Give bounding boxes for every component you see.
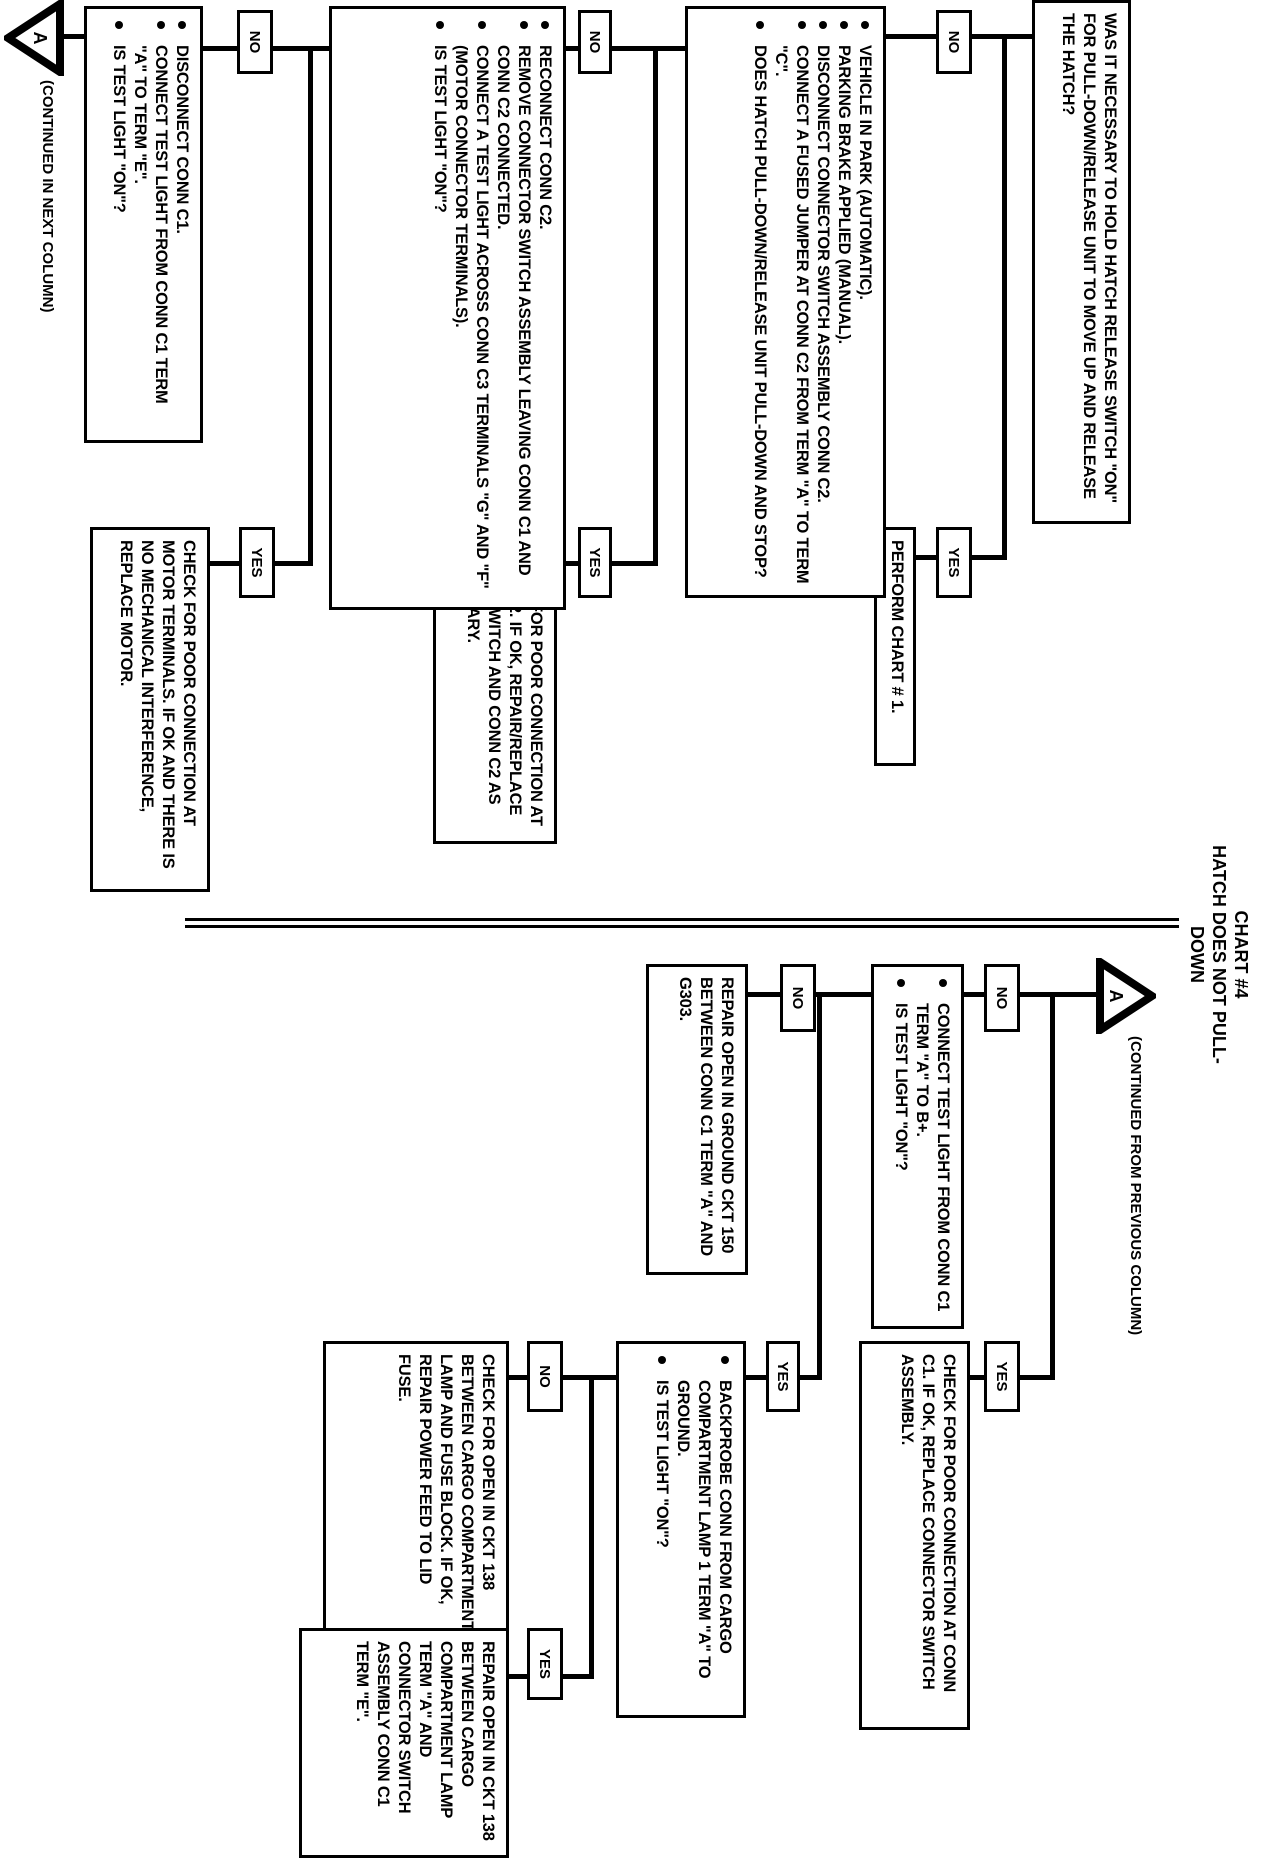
chart-number: CHART #4 <box>1231 910 1251 999</box>
yes-label: YES <box>239 527 275 598</box>
step-box-test-light-motor: RECONNECT CONN C2. REMOVE CONNECTOR SWIT… <box>329 6 566 610</box>
action-text: REPAIR OPEN IN GROUND CKT 150 BETWEEN CO… <box>676 977 736 1256</box>
check-open-ckt138-box: CHECK FOR OPEN IN CKT 138 BETWEEN CARGO … <box>323 1341 509 1646</box>
no-label: NO <box>780 964 816 1032</box>
no-label: NO <box>237 10 273 74</box>
branch-line <box>1050 994 1055 1379</box>
action-text: REPAIR OPEN IN CKT 138 BETWEEN CARGO COM… <box>353 1641 497 1841</box>
step-item: CONNECT A FUSED JUMPER AT CONN C2 FROM T… <box>770 19 812 585</box>
step-item: DISCONNECT CONN C1. <box>171 19 192 430</box>
yes-label: YES <box>984 1341 1020 1412</box>
repair-open-ckt138-box: REPAIR OPEN IN CKT 138 BETWEEN CARGO COM… <box>299 1628 509 1858</box>
branch-line <box>589 1377 594 1678</box>
chart-subtitle: HATCH DOES NOT PULL-DOWN <box>1187 845 1229 1064</box>
connector-a-triangle-icon: A <box>1096 958 1156 1034</box>
yes-label: YES <box>936 527 972 598</box>
step-item: DISCONNECT CONNECTOR SWITCH ASSEMBLY CON… <box>812 19 833 585</box>
step-item: VEHICLE IN PARK (AUTOMATIC). <box>854 19 875 585</box>
svg-text:A: A <box>1106 990 1126 1003</box>
continued-next-note: (CONTINUED IN NEXT COLUMN) <box>39 80 56 313</box>
step-item: IS TEST LIGHT "ON"? <box>108 19 129 430</box>
step-box-conn-c1: DISCONNECT CONN C1. CONNECT TEST LIGHT F… <box>84 6 203 443</box>
chart-title: CHART #4 HATCH DOES NOT PULL-DOWN <box>1186 826 1252 1083</box>
step-item: IS TEST LIGHT "ON"? <box>429 19 450 597</box>
branch-line <box>817 994 822 1379</box>
step-item: IS TEST LIGHT "ON"? <box>651 1354 672 1705</box>
svg-text:A: A <box>30 32 50 45</box>
no-label: NO <box>578 10 612 74</box>
connector-a-triangle-icon: A <box>4 0 64 76</box>
step-box-fused-jumper: VEHICLE IN PARK (AUTOMATIC). PARKING BRA… <box>685 6 886 598</box>
branch-line <box>653 46 658 565</box>
step-item: BACKPROBE CONN FROM CARGO COMPARTMENT LA… <box>672 1354 735 1705</box>
branch-line <box>308 46 313 565</box>
check-motor-box: CHECK FOR POOR CONNECTION AT MOTOR TERMI… <box>90 527 210 892</box>
check-conn-c1-box: CHECK FOR POOR CONNECTION AT CONN C1. IF… <box>859 1341 970 1730</box>
branch-line <box>1002 36 1007 559</box>
step-item: CONNECT TEST LIGHT FROM CONN C1 TERM "A"… <box>911 977 953 1316</box>
step-item: DOES HATCH PULL-DOWN/RELEASE UNIT PULL-D… <box>749 19 770 585</box>
step-item: CONNECT TEST LIGHT FROM CONN C1 TERM "A"… <box>129 19 171 430</box>
action-text: CHECK FOR POOR CONNECTION AT CONN C1. IF… <box>898 1354 958 1693</box>
yes-label: YES <box>766 1341 800 1412</box>
step-item: REMOVE CONNECTOR SWITCH ASSEMBLY LEAVING… <box>492 19 534 597</box>
question-box-hold-switch: WAS IT NECESSARY TO HOLD HATCH RELEASE S… <box>1032 0 1131 524</box>
action-text: PERFORM CHART # 1. <box>888 540 906 714</box>
yes-label: YES <box>527 1628 563 1700</box>
step-box-test-light-b-plus: CONNECT TEST LIGHT FROM CONN C1 TERM "A"… <box>871 964 964 1329</box>
column-divider <box>185 925 1179 928</box>
step-item: IS TEST LIGHT "ON"? <box>890 977 911 1316</box>
step-item: PARKING BRAKE APPLIED (MANUAL). <box>833 19 854 585</box>
yes-label: YES <box>578 527 612 598</box>
step-box-backprobe: BACKPROBE CONN FROM CARGO COMPARTMENT LA… <box>616 1341 746 1718</box>
repair-ground-box: REPAIR OPEN IN GROUND CKT 150 BETWEEN CO… <box>646 964 748 1275</box>
continued-from-note: (CONTINUED FROM PREVIOUS COLUMN) <box>1127 1036 1144 1336</box>
no-label: NO <box>527 1341 563 1412</box>
question-text: WAS IT NECESSARY TO HOLD HATCH RELEASE S… <box>1059 13 1119 503</box>
action-text: CHECK FOR POOR CONNECTION AT MOTOR TERMI… <box>117 540 198 869</box>
step-item: CONNECT A TEST LIGHT ACROSS CONN C3 TERM… <box>450 19 492 597</box>
step-item: RECONNECT CONN C2. <box>534 19 555 597</box>
action-text: CHECK FOR OPEN IN CKT 138 BETWEEN CARGO … <box>395 1354 497 1632</box>
no-label: NO <box>936 10 972 74</box>
no-label: NO <box>984 964 1020 1032</box>
column-divider <box>185 918 1179 921</box>
